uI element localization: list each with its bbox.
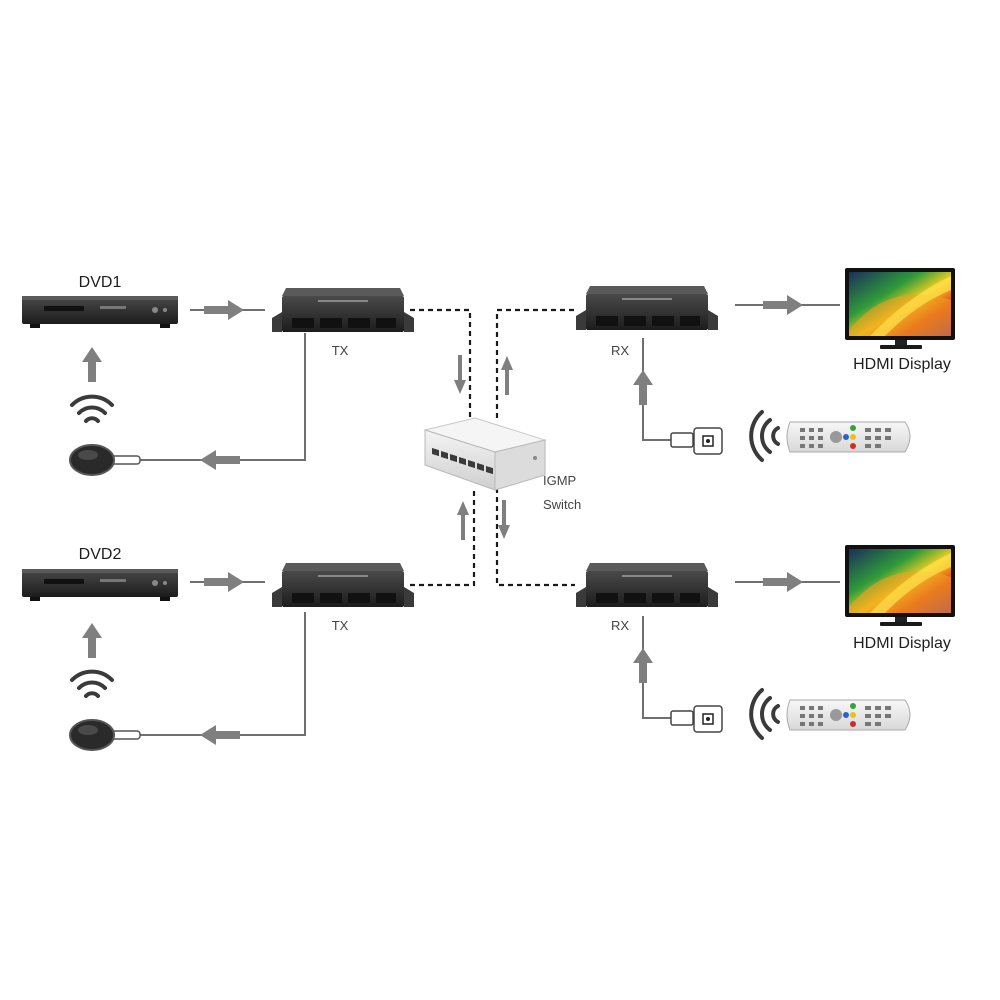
arrow-icon: [633, 648, 653, 683]
tx1-to-switch-cable: [410, 308, 472, 418]
tx2-to-ir-emitter2-line: [138, 612, 306, 736]
arrow-icon: [763, 295, 803, 315]
hdmi-display-1: HDMI Display: [845, 268, 955, 373]
rx-unit-1: RX: [576, 286, 718, 358]
tx2-label: TX: [332, 618, 349, 633]
hdmi-extender-icon: [576, 563, 718, 607]
tx2-to-switch-cable: [410, 488, 476, 587]
arrow-icon: [204, 300, 244, 320]
wireless-signal-icon: [70, 669, 114, 698]
tx1-to-ir-emitter1-line: [138, 333, 306, 461]
igmp-switch: IGMP Switch: [423, 417, 581, 512]
switch-label-line2: Switch: [543, 497, 581, 512]
rx2-label: RX: [611, 618, 629, 633]
tx1-label: TX: [332, 343, 349, 358]
arrow-icon: [763, 572, 803, 592]
dvd-player-icon: [22, 569, 178, 601]
arrow-icon: [82, 347, 102, 382]
ir-emitter-icon: [69, 719, 141, 751]
rx2-to-ir-receiver2-line: [642, 616, 675, 719]
arrow-icon: [457, 501, 469, 540]
remote-control-icon: [786, 421, 911, 453]
dvd-player-icon: [22, 296, 178, 328]
arrow-icon: [501, 356, 513, 395]
arrow-icon: [498, 500, 510, 539]
arrow-icon: [200, 725, 240, 745]
switch-to-rx1-cable: [495, 308, 575, 418]
ir-receiver-icon: [670, 705, 723, 733]
ir-receiver-icon: [670, 427, 723, 455]
display1-label: HDMI Display: [853, 356, 951, 373]
hdmi-extender-icon: [576, 286, 718, 330]
remote-control-icon: [786, 699, 911, 731]
remote-control-1: [786, 421, 911, 453]
arrow-icon: [454, 355, 466, 394]
dvd-player-2: DVD2: [22, 546, 178, 601]
dvd-player-1: DVD1: [22, 274, 178, 328]
hdmi-extender-icon: [272, 563, 414, 607]
arrow-icon: [633, 370, 653, 405]
arrow-icon: [204, 572, 244, 592]
display2-label: HDMI Display: [853, 635, 951, 652]
dvd1-label: DVD1: [79, 274, 122, 291]
hdmi-extender-icon: [272, 288, 414, 332]
tx-unit-1: TX: [272, 288, 414, 358]
rx-unit-2: RX: [576, 563, 718, 633]
arrow-icon: [82, 623, 102, 658]
solid-connectors: [138, 304, 840, 736]
wireless-signal-icon: [749, 410, 780, 462]
arrows: [82, 295, 803, 745]
network-cables: [410, 308, 575, 587]
wireless-signal-icon: [70, 394, 114, 423]
rx1-to-ir-receiver1-line: [642, 338, 675, 441]
network-switch-icon: [423, 417, 547, 491]
hdmi-display-2: HDMI Display: [845, 545, 955, 652]
tx-unit-2: TX: [272, 563, 414, 633]
dvd2-label: DVD2: [79, 546, 122, 563]
remote-control-2: [786, 699, 911, 731]
ir-emitter-icon: [69, 444, 141, 476]
arrow-icon: [200, 450, 240, 470]
tv-display-icon: [845, 545, 955, 626]
switch-label-line1: IGMP: [543, 473, 576, 488]
wireless-signal-icon: [749, 688, 780, 740]
tv-display-icon: [845, 268, 955, 349]
rx1-label: RX: [611, 343, 629, 358]
switch-to-rx2-cable: [495, 488, 575, 587]
